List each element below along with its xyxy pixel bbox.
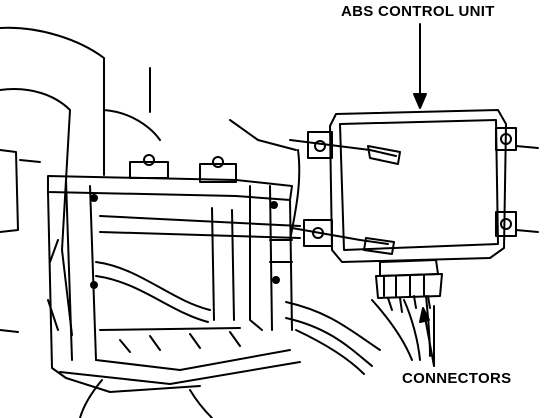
- body-panel: [0, 26, 301, 418]
- abs-control-unit-label: ABS CONTROL UNIT: [341, 3, 495, 20]
- leader-lines: [413, 23, 435, 367]
- wire-harness: [95, 207, 431, 375]
- connectors-group: [375, 259, 443, 313]
- connectors-label: CONNECTORS: [402, 370, 512, 387]
- control-unit-box: [289, 109, 539, 263]
- mounting-bracket: [47, 154, 301, 393]
